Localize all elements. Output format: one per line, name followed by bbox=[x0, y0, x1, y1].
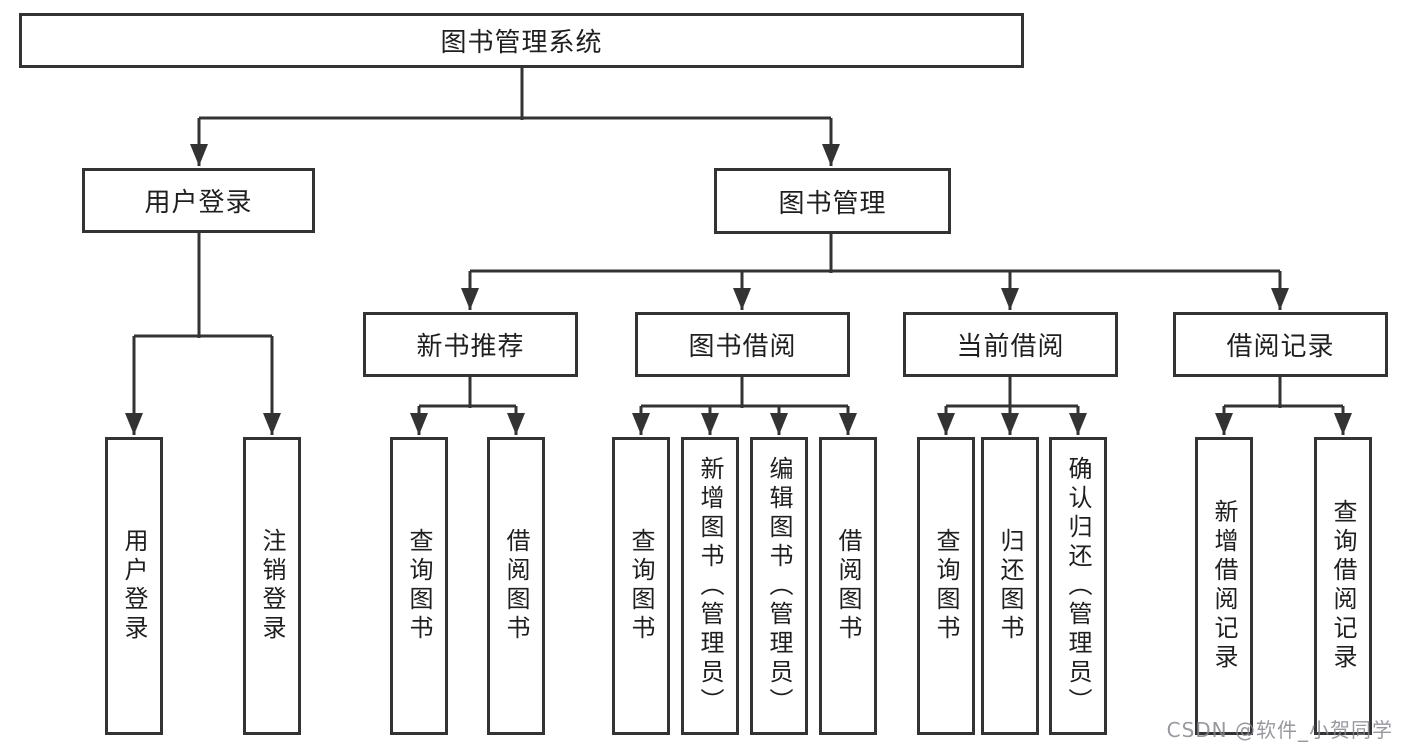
leaf-current-confirm-return-admin-label: 确认归还（管理员） bbox=[1064, 455, 1092, 717]
node-current-borrow: 当前借阅 bbox=[903, 312, 1118, 377]
leaf-current-query-books-label: 查询图书 bbox=[932, 528, 960, 644]
leaf-borrow-add-books-admin-label: 新增图书（管理员） bbox=[696, 455, 724, 717]
leaf-newrec-query-books-label: 查询图书 bbox=[405, 528, 433, 644]
node-borrow-record: 借阅记录 bbox=[1173, 312, 1388, 377]
leaf-newrec-query-books: 查询图书 bbox=[390, 437, 448, 735]
leaf-borrow-borrow-books-label: 借阅图书 bbox=[834, 528, 862, 644]
leaf-logout: 注销登录 bbox=[243, 437, 301, 735]
leaf-borrow-add-books-admin: 新增图书（管理员） bbox=[681, 437, 739, 735]
leaf-current-query-books: 查询图书 bbox=[917, 437, 975, 735]
leaf-current-confirm-return-admin: 确认归还（管理员） bbox=[1049, 437, 1107, 735]
node-book-management: 图书管理 bbox=[714, 168, 951, 234]
leaf-user-login: 用户登录 bbox=[105, 437, 163, 735]
leaf-current-return-books: 归还图书 bbox=[981, 437, 1039, 735]
node-new-book-recommend: 新书推荐 bbox=[363, 312, 578, 377]
leaf-borrow-edit-books-admin: 编辑图书（管理员） bbox=[750, 437, 808, 735]
leaf-record-add-record: 新增借阅记录 bbox=[1195, 437, 1253, 735]
node-root-system: 图书管理系统 bbox=[19, 13, 1024, 68]
csdn-watermark: CSDN @软件_小贺同学 bbox=[1166, 718, 1393, 742]
leaf-newrec-borrow-books: 借阅图书 bbox=[487, 437, 545, 735]
leaf-user-login-label: 用户登录 bbox=[120, 528, 148, 644]
leaf-borrow-edit-books-admin-label: 编辑图书（管理员） bbox=[765, 455, 793, 717]
node-book-borrow: 图书借阅 bbox=[635, 312, 850, 377]
leaf-logout-label: 注销登录 bbox=[258, 528, 286, 644]
leaf-borrow-borrow-books: 借阅图书 bbox=[819, 437, 877, 735]
node-user-login: 用户登录 bbox=[82, 168, 315, 233]
leaf-record-query-record: 查询借阅记录 bbox=[1314, 437, 1372, 735]
leaf-record-query-record-label: 查询借阅记录 bbox=[1329, 499, 1357, 673]
leaf-current-return-books-label: 归还图书 bbox=[996, 528, 1024, 644]
leaf-borrow-query-books-label: 查询图书 bbox=[627, 528, 655, 644]
leaf-borrow-query-books: 查询图书 bbox=[612, 437, 670, 735]
leaf-record-add-record-label: 新增借阅记录 bbox=[1210, 499, 1238, 673]
leaf-newrec-borrow-books-label: 借阅图书 bbox=[502, 528, 530, 644]
